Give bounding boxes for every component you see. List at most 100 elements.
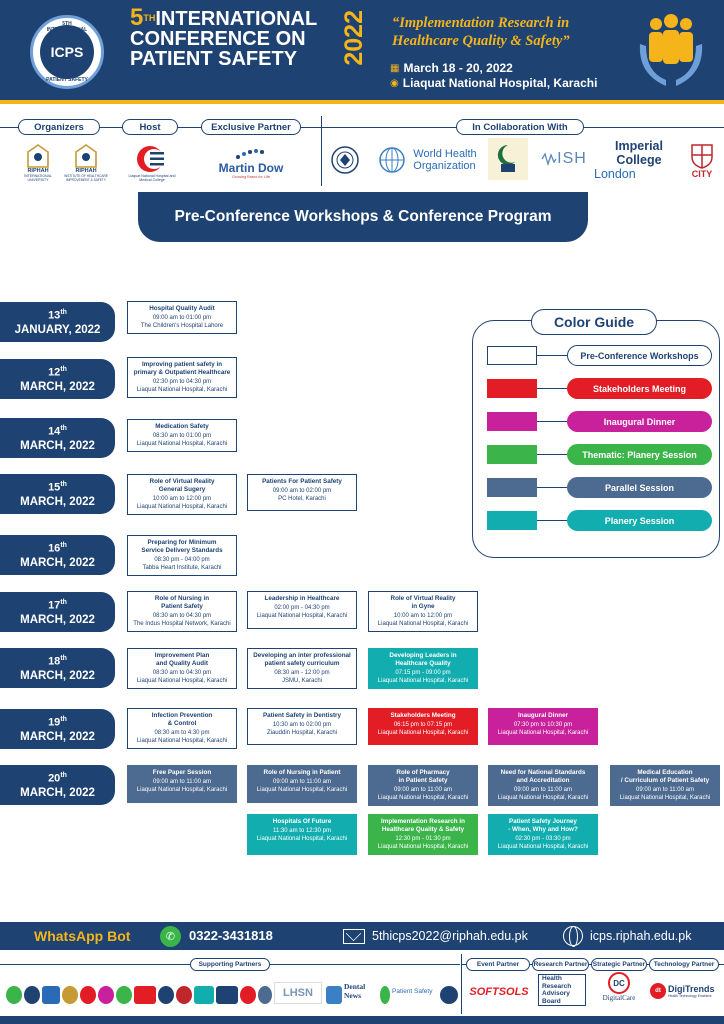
riphah-institute-sub: INSTITUTE OF HEALTHCARE IMPROVEMENT & SA… [64,174,108,182]
session-card: Improving patient safety in primary & Ou… [127,357,237,399]
session-time: 08:30 am - 12:00 pm [274,670,330,677]
guide-row-plenary: Planery Session [487,510,712,532]
guide-row-stakeholders: Stakeholders Meeting [487,378,712,400]
session-time: 02:30 pm - 03:30 pm [515,836,571,843]
email-link[interactable]: 5thicps2022@riphah.edu.pk [372,929,528,943]
session-time: 10:30 am to 02:00 pm [272,722,332,729]
host-logo: Liaquat National Hospital and Medical Co… [124,140,180,186]
session-title: Improving patient safety in primary & Ou… [133,361,231,377]
session-title: Medical Education / Curriculum of Patien… [620,769,710,785]
riphah-institute-logo: RIPHAH INSTITUTE OF HEALTHCARE IMPROVEME… [62,140,110,186]
city-name: CITY [691,169,713,179]
session-title: Infection Prevention & Control [151,712,213,728]
session-venue: Liaquat National Hospital, Karachi [377,621,469,628]
date-suffix: th [60,716,67,723]
guide-label: Planery Session [567,510,712,531]
riphah-institute-name: RIPHAH [75,168,97,174]
date-suffix: th [60,481,67,488]
date-month: MARCH, 2022 [20,613,95,626]
sponsor-logo [158,986,174,1004]
ish-logo: ISH [536,146,592,172]
session-title: Free Paper Session [152,769,212,776]
riphah-university-sub: INTERNATIONAL UNIVERSITY [24,174,52,182]
who-name-line1: World Health [413,148,477,160]
collaboration-label: In Collaboration With [456,119,584,135]
conference-title: 5THINTERNATIONAL CONFERENCE ON PATIENT S… [130,6,345,70]
date-day: 18 [48,655,61,668]
technology-partner-label: Technology Partner [649,958,719,971]
session-title: Leadership in Healthcare [264,595,340,602]
whatsapp-icon[interactable]: ✆ [160,926,181,947]
program-title-banner: Pre-Conference Workshops & Conference Pr… [138,192,588,242]
date-day: 17 [48,599,61,612]
session-venue: Liaquat National Hospital, Karachi [619,795,711,802]
session-time: 08:30 am to 01:00 pm [152,433,212,440]
ish-name: ISH [557,150,587,167]
session-title: Preparing for Minimum Service Delivery S… [141,539,223,555]
calendar-icon: ▦ [390,62,400,74]
guide-label: Pre-Conference Workshops [567,345,712,366]
event-venue: ◉Liaquat National Hospital, Karachi [390,76,597,90]
session-title: Developing Leaders in Healthcare Quality [389,652,457,668]
session-venue: Tabba Heart Institute, Karachi [142,565,222,572]
conference-logo: 5TH INTERNATIONAL CONFERENCE ICPS PATIEN… [30,15,104,89]
guide-swatch [487,412,537,431]
sponsors-section: Supporting Partners Event Partner Resear… [0,954,724,1016]
date-suffix: th [60,772,67,779]
date-suffix: th [60,599,67,606]
partners-divider [321,116,322,186]
session-venue: PC Hotel, Karachi [278,496,326,503]
session-title: Implementation Research in Healthcare Qu… [381,818,465,834]
date-day: 14 [48,425,61,438]
sponsor-logo [98,986,114,1004]
research-partner-label: Research Partner [532,958,589,971]
event-date: ▦March 18 - 20, 2022 [390,61,513,75]
session-venue: Liaquat National Hospital, Karachi [136,738,228,745]
session-time: 09:00 am to 01:00 pm [152,315,212,322]
sponsor-logo [6,986,22,1004]
session-title: Role of Nursing in Patient Safety [154,595,210,611]
session-card: Developing Leaders in Healthcare Quality… [368,648,478,690]
seal-icon [331,146,359,174]
who-logo: World Health Organization [368,140,483,180]
digitrends-logo: dt DigiTrends Health Technology Enablers [650,980,722,1002]
sponsor-logo [116,986,132,1004]
session-title: Developing an inter professional patient… [253,652,351,668]
martin-dow-tagline: Growing Brand for Life [232,175,270,179]
sponsor-logo [134,986,156,1004]
session-venue: Liaquat National Hospital, Karachi [497,730,589,737]
color-guide-title: Color Guide [531,309,657,335]
who-name-line2: Organization [413,160,476,172]
session-venue: JSMU, Karachi [281,678,322,685]
guide-connector [537,454,567,455]
who-globe-icon [379,147,406,173]
digitrends-emblem-icon: dt [650,983,666,999]
edition-number: 5 [130,4,144,31]
session-venue: Liaquat National Hospital, Karachi [136,504,228,511]
sponsor-logo [24,986,40,1004]
digitrends-name: DigiTrends [668,984,715,994]
provincial-emblem-logo [488,138,528,180]
whatsapp-number[interactable]: 0322-3431818 [189,928,273,943]
website-link[interactable]: icps.riphah.edu.pk [590,929,692,943]
globe-icon [563,926,583,947]
session-venue: The Children's Hospital Lahore [140,323,224,330]
session-time: 09:00 am to 11:00 am [394,787,452,794]
session-time: 09:00 am to 11:00 am [153,779,211,786]
date-day: 13 [48,309,61,322]
digitalcare-name: DigitalCare [602,994,636,1002]
host-label: Host [122,119,178,135]
lnh-emblem-icon [137,145,164,172]
